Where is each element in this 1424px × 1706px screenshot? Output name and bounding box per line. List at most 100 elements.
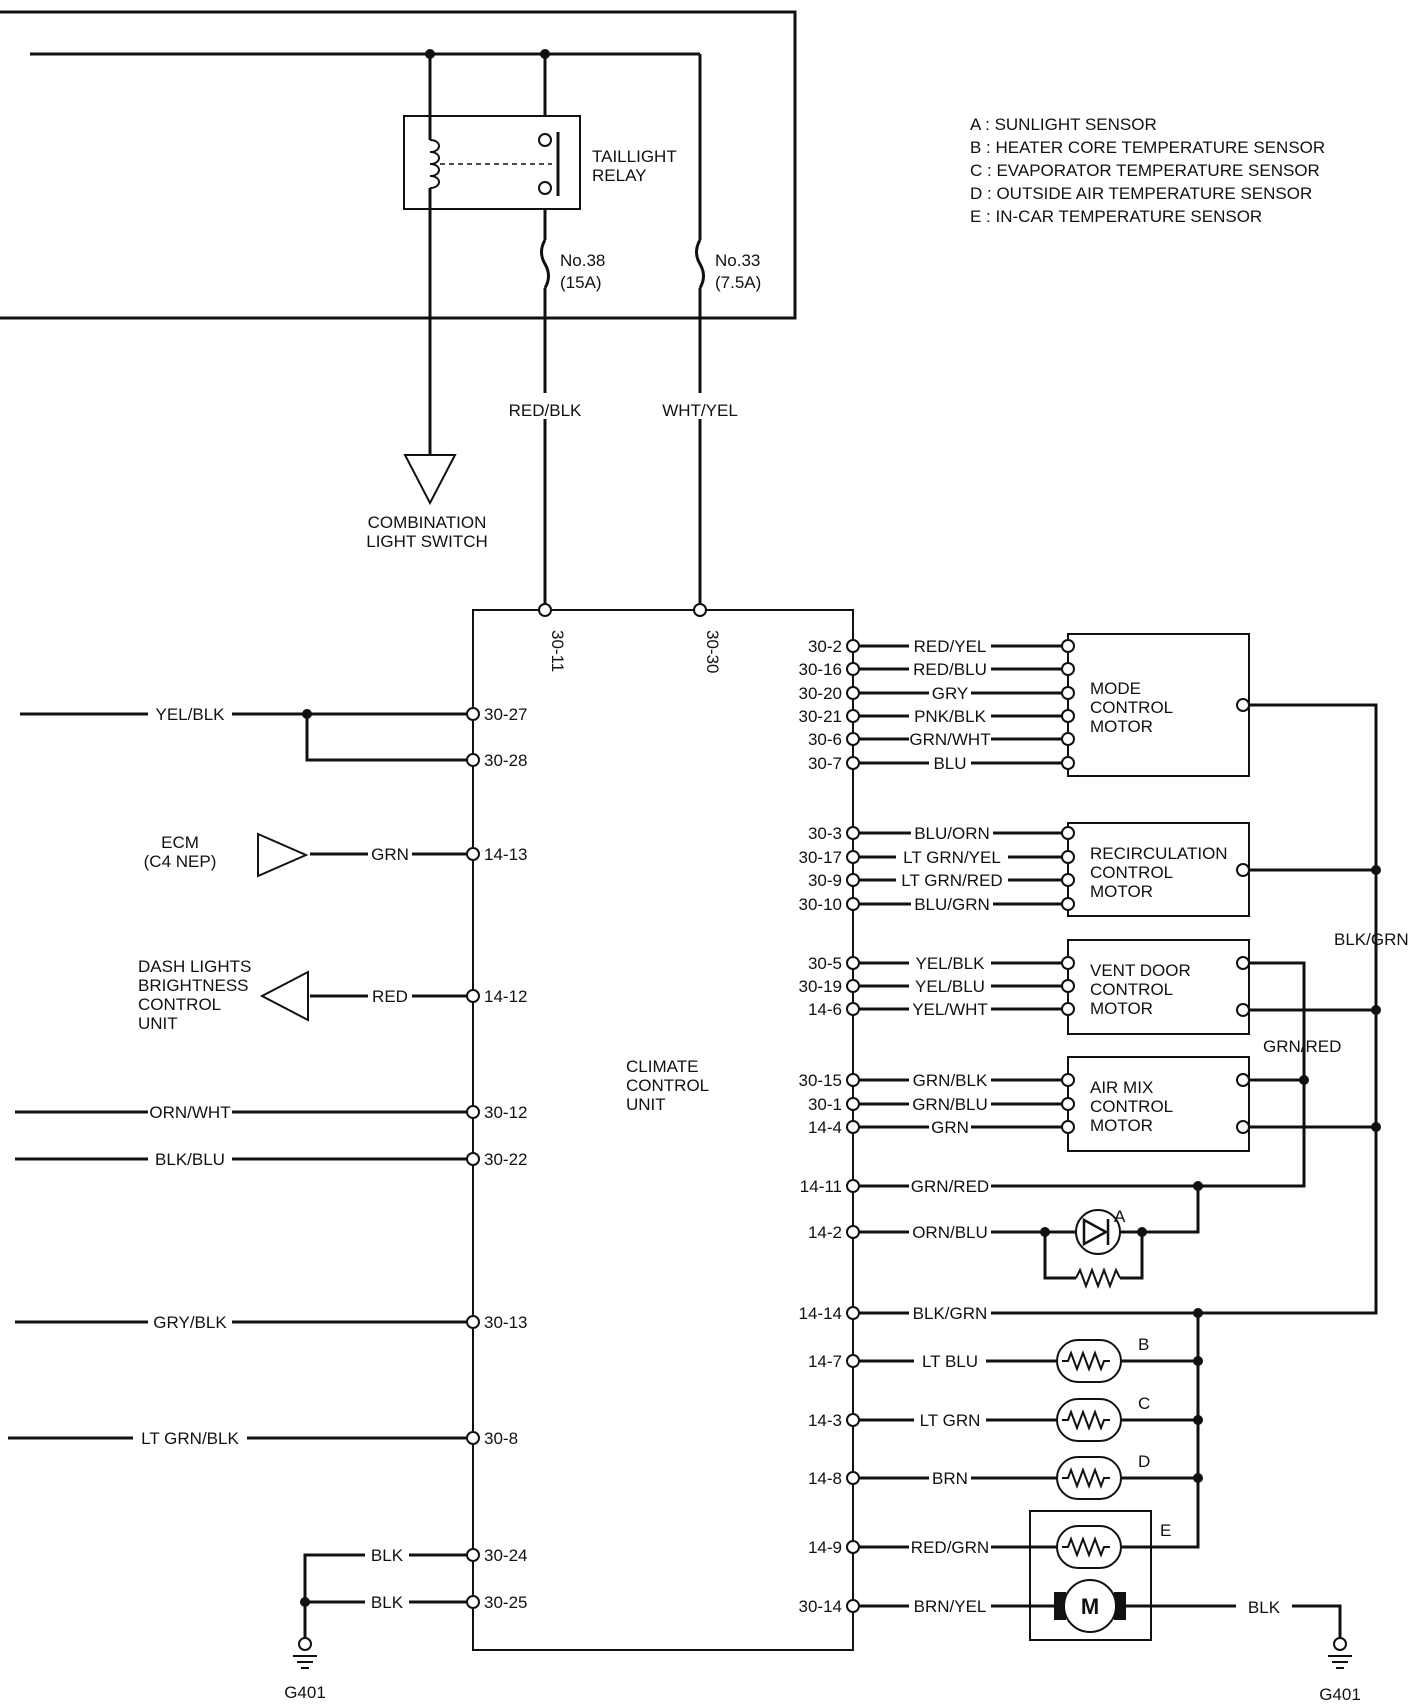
- fuse-labels: No.38 (15A) No.33 (7.5A) RED/BLK WHT/YEL: [500, 251, 761, 420]
- wire-label-bg: [909, 658, 991, 680]
- ccu-pin-30-30: 30-30: [703, 630, 722, 673]
- right-pin-label: 14-4: [808, 1118, 842, 1137]
- wire-label-bg: [909, 998, 991, 1020]
- legend-b: B : HEATER CORE TEMPERATURE SENSOR: [970, 138, 1325, 157]
- right-pin-label: 14-3: [808, 1411, 842, 1430]
- right-pin-label: 14-2: [808, 1223, 842, 1242]
- right-pin-label: 30-20: [799, 684, 842, 703]
- airmix-motor-label-1: AIR MIX: [1090, 1078, 1153, 1097]
- sensor-letter-d: D: [1138, 1452, 1150, 1471]
- legend-e: E : IN-CAR TEMPERATURE SENSOR: [970, 207, 1262, 226]
- right-pin-label: 14-8: [808, 1469, 842, 1488]
- right-wire-label: LT GRN: [920, 1411, 981, 1430]
- wire-label-bg: [909, 952, 991, 974]
- ground-right: G401: [1319, 1637, 1361, 1704]
- combination-label-1: COMBINATION: [368, 513, 487, 532]
- right-wire-label: GRN/BLK: [913, 1071, 988, 1090]
- wire-wht-yel-label: WHT/YEL: [662, 401, 738, 420]
- right-wire-label: YEL/WHT: [912, 1000, 988, 1019]
- ccu-terminal: [846, 897, 860, 911]
- right-pin-label: 30-17: [799, 848, 842, 867]
- left-pin-label: 30-12: [484, 1103, 527, 1122]
- right-pin-label: 30-7: [808, 754, 842, 773]
- right-wire-label: BLU: [933, 754, 966, 773]
- left-wire-label: GRN: [371, 845, 409, 864]
- sensor-letter-a: A: [1114, 1207, 1126, 1226]
- right-wire-label: RED/GRN: [911, 1538, 989, 1557]
- bus-label-grn-red: GRN/RED: [1263, 1037, 1341, 1056]
- left-pin-label: 30-13: [484, 1313, 527, 1332]
- ccu-terminal: [846, 732, 860, 746]
- mode-motor-label-3: MOTOR: [1090, 717, 1153, 736]
- left-wire-label: ORN/WHT: [149, 1103, 230, 1122]
- left-pin-label: 30-28: [484, 751, 527, 770]
- bus-label-blk-grn: BLK/GRN: [1334, 930, 1409, 949]
- wire-label-bg: [929, 752, 971, 774]
- recirc-motor-label-1: RECIRCULATION: [1090, 844, 1228, 863]
- heater-core-sensor: B: [1056, 1335, 1149, 1383]
- ccu-terminal: [846, 639, 860, 653]
- right-wire-label: YEL/BLK: [916, 954, 986, 973]
- right-wire-label: GRN/RED: [911, 1177, 989, 1196]
- blower-motor-symbol: M: [1081, 1594, 1099, 1619]
- evaporator-sensor: C: [1056, 1394, 1150, 1442]
- sensor-letter-c: C: [1138, 1394, 1150, 1413]
- ccu-terminal: [846, 1471, 860, 1485]
- ccu-label-1: CLIMATE: [626, 1057, 698, 1076]
- left-pin-label: 14-12: [484, 987, 527, 1006]
- left-pin-label: 14-13: [484, 845, 527, 864]
- fuse-38-label: No.38: [560, 251, 605, 270]
- recirculation-control-motor: RECIRCULATION CONTROL MOTOR: [1067, 822, 1250, 917]
- wire-label-bg: [909, 1302, 991, 1324]
- right-wire-label: BRN: [932, 1469, 968, 1488]
- wire-label-bg: [365, 1543, 409, 1567]
- left-pin-label: 30-24: [484, 1546, 527, 1565]
- mode-control-motor: MODE CONTROL MOTOR: [1067, 633, 1250, 777]
- right-pin-label: 30-10: [799, 895, 842, 914]
- ccu-terminal: [846, 1413, 860, 1427]
- dash-label-2: BRIGHTNESS: [138, 976, 249, 995]
- left-pin-label: 30-8: [484, 1429, 518, 1448]
- right-pin-label: 30-1: [808, 1095, 842, 1114]
- legend: A : SUNLIGHT SENSOR B : HEATER CORE TEMP…: [970, 115, 1325, 226]
- ccu-terminal: [846, 662, 860, 676]
- left-wire-label: LT GRN/BLK: [141, 1429, 239, 1448]
- in-car-sensor: E M: [1029, 1510, 1171, 1641]
- right-wire-label: LT GRN/YEL: [903, 848, 1001, 867]
- fuse-33-rating: (7.5A): [715, 273, 761, 292]
- wire-label-bg: [148, 702, 232, 726]
- ccu-label-2: CONTROL: [626, 1076, 709, 1095]
- sensor-letter-e: E: [1160, 1521, 1171, 1540]
- right-wire-label: GRN/BLU: [912, 1095, 988, 1114]
- wire-label-bg: [909, 1069, 991, 1091]
- wire-label-bg: [911, 822, 993, 844]
- ccu-label-3: UNIT: [626, 1095, 666, 1114]
- ccu-terminal: [466, 1431, 480, 1445]
- ccu-terminal: [846, 826, 860, 840]
- wire-label-bg: [896, 869, 1008, 891]
- right-wire-label: GRN/WHT: [909, 730, 990, 749]
- vent-door-control-motor: VENT DOOR CONTROL MOTOR: [1067, 939, 1250, 1035]
- wire-label-bg: [929, 682, 971, 704]
- left-wire-label: BLK: [371, 1546, 404, 1565]
- wire-label-bg: [365, 1590, 409, 1614]
- wire-label-bg: [148, 1147, 232, 1171]
- ccu-terminal: [846, 1306, 860, 1320]
- right-pin-label: 14-6: [808, 1000, 842, 1019]
- right-pin-label: 14-9: [808, 1538, 842, 1557]
- wire-label-bg: [368, 842, 412, 866]
- wire-label-bg: [909, 705, 991, 727]
- wire-label-bg: [909, 635, 991, 657]
- right-wire-label: LT GRN/RED: [901, 871, 1002, 890]
- ccu-terminal: [466, 753, 480, 767]
- ccu-terminal: [466, 1105, 480, 1119]
- relay-label-2: RELAY: [592, 166, 647, 185]
- ccu-terminal: [846, 756, 860, 770]
- ground-label-right: G401: [1319, 1685, 1361, 1704]
- wire-label-bg: [133, 1426, 247, 1450]
- dash-label-1: DASH LIGHTS: [138, 957, 251, 976]
- wire-label-bg: [911, 893, 993, 915]
- ccu-terminal: [846, 1225, 860, 1239]
- ecm-label-1: ECM: [161, 833, 199, 852]
